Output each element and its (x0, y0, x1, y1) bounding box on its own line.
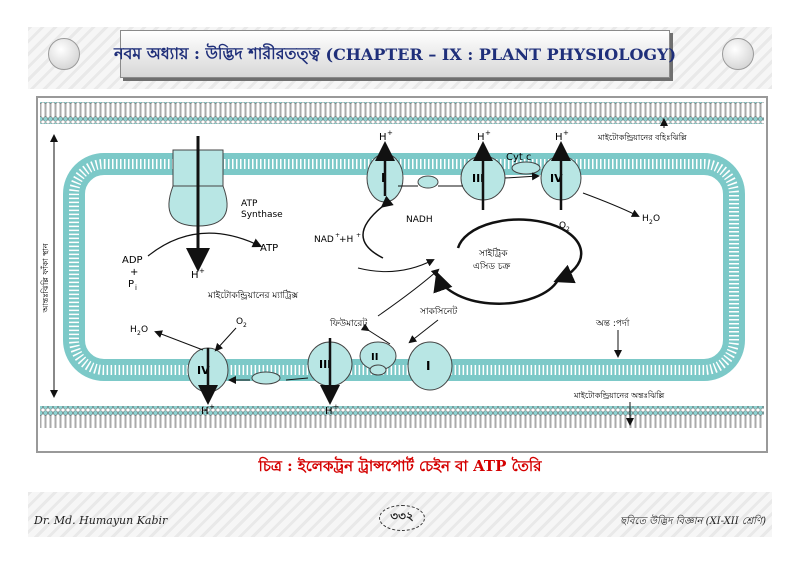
cytochrome-c (511, 161, 541, 175)
fumarate-label: ফিউমারেট (329, 317, 368, 329)
fumarate-arrow (360, 323, 391, 345)
emblem-right-icon (722, 38, 754, 70)
fumarate-to-cycle (377, 268, 440, 317)
complex-iii-bottom-label: III (319, 358, 331, 371)
h-plus-synthase-sup: + (199, 267, 205, 275)
h-plus-iii-sup: + (485, 129, 491, 137)
title-english: (CHAPTER – IX : PLANT PHYSIOLOGY) (325, 44, 677, 64)
outer-membrane-label: মাইটোকন্ড্রিয়ানের বহিঃঝিল্লি (597, 132, 687, 142)
atp-synthase-label-2: Synthase (241, 210, 283, 220)
electron-flow-top (398, 176, 538, 187)
krebs-input-arrow (357, 259, 435, 273)
inner-membrane-tails (69, 159, 739, 375)
atp-synthase-label-1: ATP (241, 199, 258, 209)
h2o-bottom-sub: 2 (137, 330, 141, 337)
author-name: Dr. Md. Humayun Kabir (34, 514, 168, 527)
complex-i-bottom: I (407, 341, 453, 391)
h-plus-i-sup: + (387, 129, 393, 137)
page-number: ৩৩২ (379, 505, 425, 531)
coenzyme-q (417, 175, 439, 189)
o2-bottom: O (236, 317, 243, 327)
electron-flow-bottom (230, 378, 309, 380)
nadh-label: NADH (406, 215, 433, 225)
nad-label: NAD (314, 235, 334, 245)
emblem-left-icon (48, 38, 80, 70)
h2o-top: H (642, 214, 649, 224)
adp-label: ADP (122, 255, 143, 266)
h2o-bottom-end: O (141, 325, 148, 335)
h2o-bottom: H (130, 325, 137, 335)
adp-plus: + (130, 267, 138, 278)
h-plus-iv-bottom-sup: + (209, 403, 215, 411)
h-plus-iv-bottom: H (201, 406, 209, 417)
o2-top-sub: 2 (566, 226, 570, 233)
succinate-arrow (408, 319, 439, 344)
cytochrome-c-bottom (251, 371, 281, 385)
figure-caption: চিত্র : ইলেকট্রন ট্রান্সপোর্ট চেইন বা AT… (258, 457, 542, 475)
citric-acid-cycle (433, 218, 583, 305)
nad-rest: +H (339, 235, 353, 245)
h-plus-iii: H (477, 132, 485, 143)
nad-rest-sup: + (356, 232, 361, 239)
title-bengali: নবম অধ্যায় : উদ্ভিদ শারীরতত্ত্ব (113, 43, 320, 63)
matrix-label: মাইটোকন্ড্রিয়ানের ম্যাট্রিক্স (207, 289, 298, 301)
page-title: নবম অধ্যায় : উদ্ভিদ শারীরতত্ত্ব (CHAPTE… (114, 30, 676, 78)
h-plus-synthase: H (191, 270, 199, 281)
outer-membrane-top (40, 102, 764, 124)
h-plus-iv-sup: + (563, 129, 569, 137)
succinate-label: সাকসিনেট (419, 305, 458, 317)
water-formation-top (582, 192, 640, 217)
complex-ii-bottom-label: II (371, 352, 378, 363)
h-plus-i: H (379, 132, 387, 143)
intermembrane-space-label: আন্তঃঝিল্লি ফাঁকা স্থান (40, 243, 50, 313)
water-formation-bottom (154, 330, 204, 351)
oxygen-arrow-bottom (214, 327, 237, 352)
h2o-top-sub: 2 (649, 219, 653, 226)
krebs-label-1: সাইট্রিক (478, 248, 508, 259)
krebs-label-2: এসিড চক্র (473, 261, 511, 272)
atp-synthase (168, 136, 228, 272)
cyt-c-label: Cyt c (506, 152, 532, 163)
atp-label: ATP (260, 243, 278, 254)
h-plus-iv: H (555, 132, 563, 143)
inner-membrane-label: মাইটোকন্ড্রিয়ানের অন্তঃঝিল্লি (573, 390, 664, 400)
o2-bottom-sub: 2 (243, 322, 247, 329)
outer-membrane-bottom (40, 406, 764, 428)
h2o-top-end: O (653, 214, 660, 224)
o2-top: O (559, 221, 566, 231)
nadh-oxidation-arrow (362, 195, 394, 259)
atp-formation-arrow (147, 232, 263, 257)
pi-sub: i (135, 284, 137, 292)
book-title: ছবিতে উদ্ভিদ বিজ্ঞান (XI-XII শ্রেণি) (619, 516, 766, 527)
electron-transport-diagram: ATP Synthase ATP ADP + P i H + আন্তঃঝিল্… (40, 102, 764, 428)
h-plus-iii-bottom: H (325, 406, 333, 417)
diagram-frame: ATP Synthase ATP ADP + P i H + আন্তঃঝিল্… (36, 96, 768, 453)
h-plus-iii-bottom-sup: + (333, 403, 339, 411)
coenzyme-q-bottom (369, 364, 387, 376)
complex-iii-label: III (472, 172, 484, 185)
complex-i-label: I (381, 171, 385, 185)
nad-sup: + (335, 232, 340, 239)
complex-i-bottom-label: I (426, 359, 430, 373)
intermembrane-label: অন্ত :পর্দা (595, 318, 630, 329)
pi-label: P (128, 279, 134, 290)
